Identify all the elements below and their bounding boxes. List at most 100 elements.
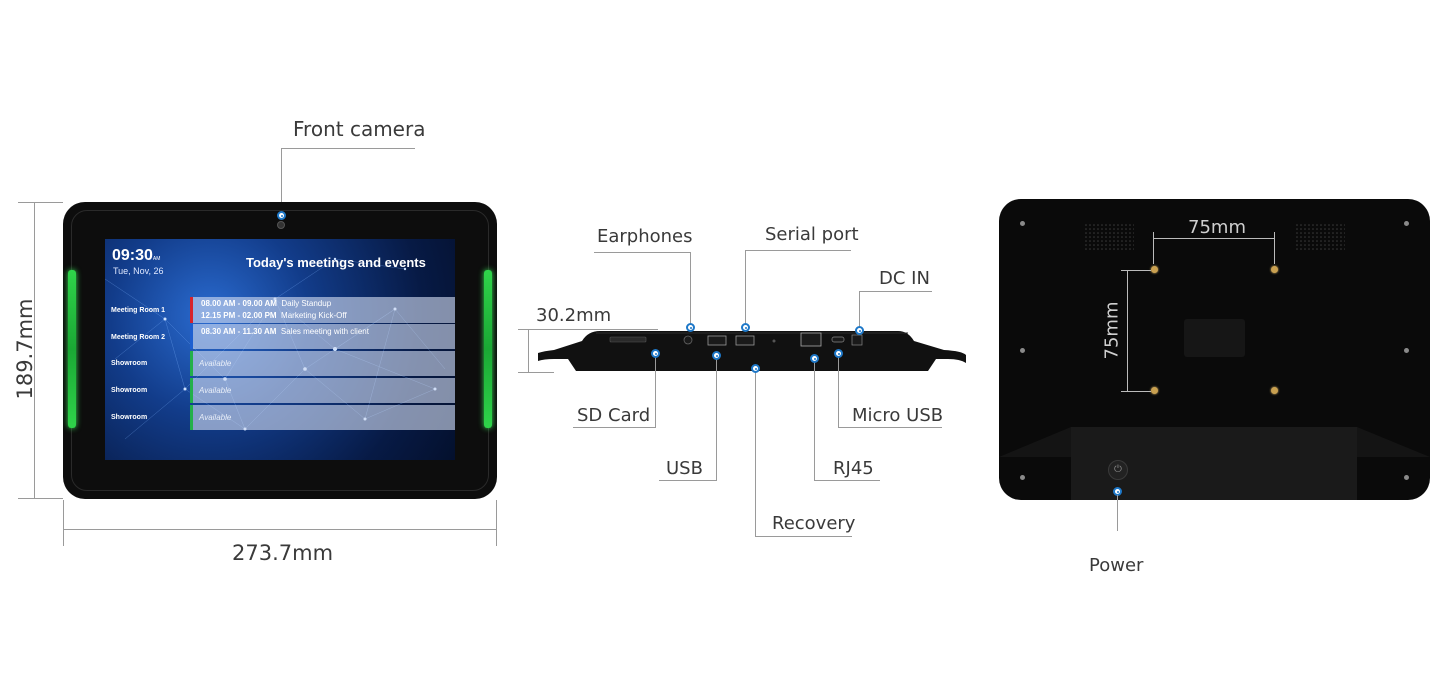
recovery-underline (755, 536, 852, 537)
tablet-front: 09:30AM Tue, Nov, 26 Today's meetings an… (63, 202, 497, 499)
vesa-h-tick-left (1153, 232, 1154, 264)
rj45-underline (814, 480, 880, 481)
label-plate (1184, 319, 1245, 357)
vesa-mount-hole (1271, 266, 1278, 273)
rj45-label: RJ45 (833, 458, 874, 479)
availability-text: Available (199, 359, 232, 368)
sd-card-marker (651, 349, 660, 358)
vesa-mount-hole (1271, 387, 1278, 394)
earphones-underline (594, 252, 691, 253)
usb-marker (712, 351, 721, 360)
room-name: Meeting Room 2 (111, 334, 166, 341)
power-icon: ⏻ (1114, 464, 1122, 475)
height-dimension-label: 189.7mm (13, 298, 37, 400)
serial-port-marker (741, 323, 750, 332)
dc-in-underline (859, 291, 932, 292)
sd-card-underline (573, 427, 656, 428)
depth-dimension-label: 30.2mm (536, 305, 612, 326)
width-dim-tick-right (496, 500, 497, 546)
depth-dim-tick-bottom (518, 372, 554, 373)
vesa-mount-hole (1151, 387, 1158, 394)
width-dimension-label: 273.7mm (232, 541, 334, 565)
rj45-leader (814, 359, 815, 481)
depth-dim-tick-top (518, 329, 658, 330)
micro-usb-marker (834, 349, 843, 358)
room-row: 08.30 AM - 11.30 AM Sales meeting with c… (190, 324, 455, 349)
front-camera-underline (281, 148, 415, 149)
vesa-horizontal-label: 75mm (1188, 217, 1246, 238)
vesa-h-dim-line (1153, 238, 1275, 239)
recovery-leader (755, 369, 756, 537)
earphones-label: Earphones (597, 226, 693, 247)
sd-card-label: SD Card (577, 405, 651, 426)
event-line: 08.30 AM - 11.30 AM Sales meeting with c… (201, 327, 369, 336)
room-row: Available (190, 405, 455, 430)
vesa-v-dim-line (1127, 270, 1128, 392)
serial-port-underline (745, 250, 851, 251)
screen-clock: 09:30AM (112, 247, 161, 264)
power-label: Power (1089, 555, 1144, 576)
screw (1404, 475, 1409, 480)
serial-port-label: Serial port (765, 224, 859, 245)
earphones-leader (690, 252, 691, 328)
sd-card-leader (655, 354, 656, 428)
width-dim-tick-left (63, 500, 64, 546)
vesa-v-tick-bottom (1121, 391, 1151, 392)
power-leader (1117, 495, 1118, 531)
usb-leader (716, 356, 717, 481)
dc-in-label: DC IN (879, 268, 930, 289)
vesa-v-tick-top (1121, 270, 1151, 271)
room-row: 08.00 AM - 09.00 AM Daily Standup 12.15 … (190, 297, 455, 323)
micro-usb-label: Micro USB (852, 405, 944, 426)
row-status-bar (190, 297, 193, 323)
row-status-bar (190, 324, 193, 349)
screw (1020, 221, 1025, 226)
rj45-marker (810, 354, 819, 363)
led-strip-right (484, 270, 492, 428)
stand-shade-left (999, 427, 1071, 457)
serial-port-leader (745, 250, 746, 326)
availability-text: Available (199, 386, 232, 395)
height-dim-tick-bottom (18, 498, 63, 499)
usb-label: USB (666, 458, 703, 479)
screen-title: Today's meetings and events (246, 255, 426, 270)
row-status-bar (190, 405, 193, 430)
led-strip-left (68, 270, 76, 428)
room-name: Showroom (111, 414, 148, 421)
usb-underline (659, 480, 717, 481)
earphones-marker (686, 323, 695, 332)
screw (1020, 348, 1025, 353)
screw (1404, 348, 1409, 353)
front-camera-label: Front camera (293, 117, 426, 141)
dc-in-marker (855, 326, 864, 335)
room-row: Available (190, 378, 455, 403)
height-dim-line (34, 202, 35, 499)
recovery-marker (751, 364, 760, 373)
stand-shade-right (1357, 427, 1430, 457)
tablet-back: ⏻ (999, 199, 1430, 500)
event-line: 12.15 PM - 02.00 PM Marketing Kick-Off (201, 311, 347, 320)
micro-usb-underline (838, 427, 942, 428)
vesa-mount-hole (1151, 266, 1158, 273)
power-button[interactable]: ⏻ (1108, 460, 1128, 480)
event-line: 08.00 AM - 09.00 AM Daily Standup (201, 299, 332, 308)
front-camera-marker (277, 211, 286, 220)
display-screen: 09:30AM Tue, Nov, 26 Today's meetings an… (105, 239, 455, 460)
micro-usb-leader (838, 354, 839, 428)
vesa-vertical-label: 75mm (1101, 301, 1123, 360)
vesa-h-tick-right (1274, 232, 1275, 264)
room-row: Available (190, 351, 455, 376)
availability-text: Available (199, 413, 232, 422)
width-dim-line (63, 529, 497, 530)
room-name: Meeting Room 1 (111, 307, 166, 314)
row-status-bar (190, 351, 193, 376)
speaker-grille-right (1295, 223, 1345, 251)
recovery-label: Recovery (772, 513, 856, 534)
screen-date: Tue, Nov, 26 (113, 266, 164, 276)
room-name: Showroom (111, 387, 148, 394)
front-camera-leader (281, 148, 282, 211)
dc-in-leader (859, 291, 860, 327)
room-name: Showroom (111, 360, 148, 367)
speaker-grille-left (1084, 223, 1134, 251)
height-dim-tick-top (18, 202, 63, 203)
